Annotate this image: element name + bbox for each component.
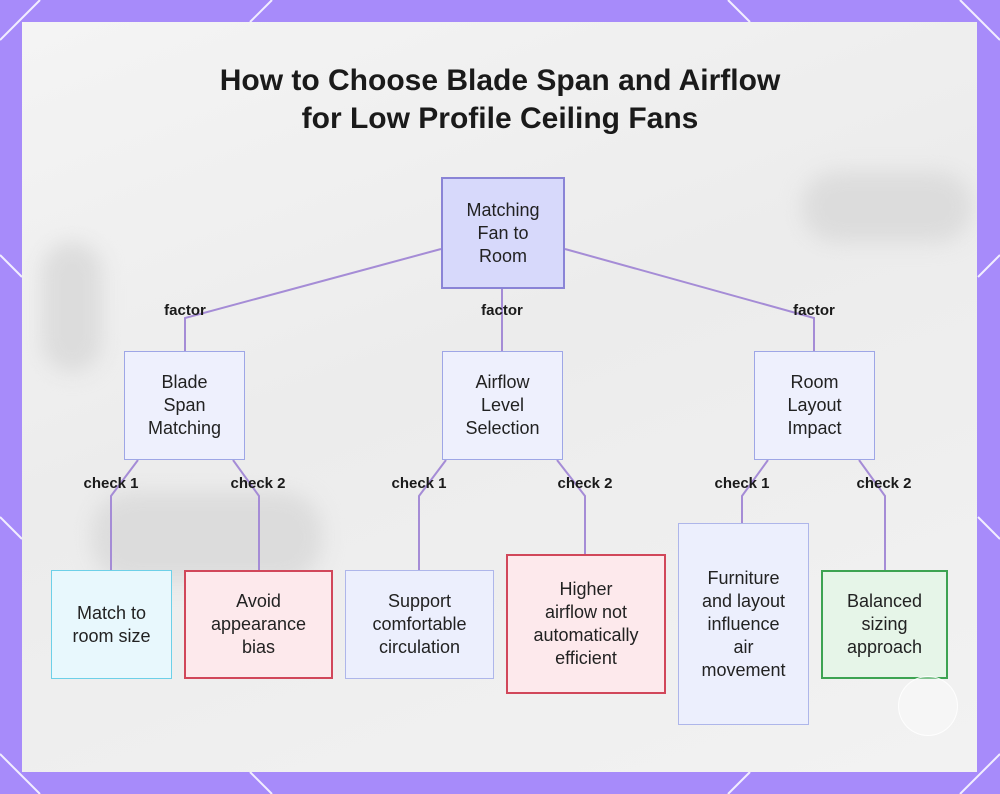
watermark-badge xyxy=(898,676,958,736)
edge-label-factor: factor xyxy=(481,302,523,319)
diagram-title: How to Choose Blade Span and Airflow for… xyxy=(0,62,1000,138)
background-blur-shape xyxy=(92,492,322,582)
edge-label-check-2: check 2 xyxy=(230,475,286,492)
edge-blade-avoid xyxy=(232,459,260,570)
background-blur-shape xyxy=(42,242,102,372)
node-room-layout-impact: Room Layout Impact xyxy=(754,351,875,460)
title-line-2: for Low Profile Ceiling Fans xyxy=(301,102,699,135)
node-balanced-sizing-approach: Balanced sizing approach xyxy=(821,570,948,679)
edge-layout-balanced xyxy=(858,459,886,570)
edge-label-check-2: check 2 xyxy=(856,475,912,492)
node-support-comfortable-circulation: Support comfortable circulation xyxy=(345,570,494,679)
title-line-1: How to Choose Blade Span and Airflow xyxy=(219,64,781,97)
node-match-to-room-size: Match to room size xyxy=(51,570,172,679)
edge-blade-match xyxy=(110,459,139,570)
node-furniture-layout-influence: Furniture and layout influence air movem… xyxy=(678,523,809,725)
edge-layout-furniture xyxy=(741,459,769,523)
edge-label-check-1: check 1 xyxy=(83,475,139,492)
edge-label-check-1: check 1 xyxy=(391,475,447,492)
edge-root-blade xyxy=(184,248,442,351)
edge-label-check-1: check 1 xyxy=(714,475,770,492)
node-avoid-appearance-bias: Avoid appearance bias xyxy=(184,570,333,679)
node-matching-fan-to-room: Matching Fan to Room xyxy=(441,177,565,289)
background-blur-shape xyxy=(802,172,972,242)
edge-root-layout xyxy=(564,248,815,351)
node-higher-airflow-not-efficient: Higher airflow not automatically efficie… xyxy=(506,554,666,694)
node-blade-span-matching: Blade Span Matching xyxy=(124,351,245,460)
edge-label-factor: factor xyxy=(793,302,835,319)
node-airflow-level-selection: Airflow Level Selection xyxy=(442,351,563,460)
edge-label-factor: factor xyxy=(164,302,206,319)
edge-airflow-support xyxy=(418,459,447,570)
edge-airflow-higher xyxy=(556,459,586,554)
edge-label-check-2: check 2 xyxy=(557,475,613,492)
